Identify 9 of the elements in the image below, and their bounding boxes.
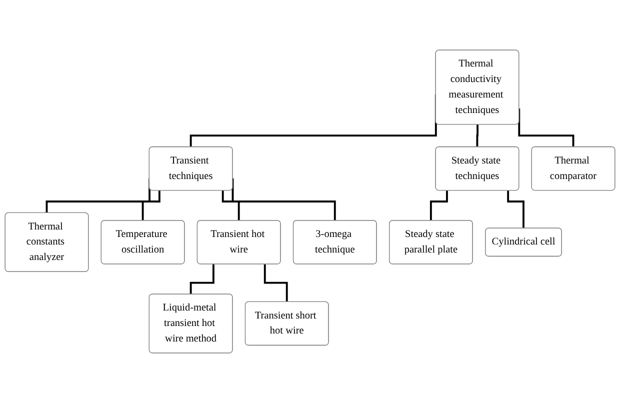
- connector: [232, 178, 336, 222]
- connector: [518, 108, 574, 148]
- connector: [222, 190, 240, 222]
- connector: [476, 124, 478, 148]
- connector: [507, 190, 525, 230]
- connector: [264, 264, 288, 303]
- connector: [430, 190, 448, 222]
- connector: [190, 264, 214, 296]
- connector: [142, 190, 160, 222]
